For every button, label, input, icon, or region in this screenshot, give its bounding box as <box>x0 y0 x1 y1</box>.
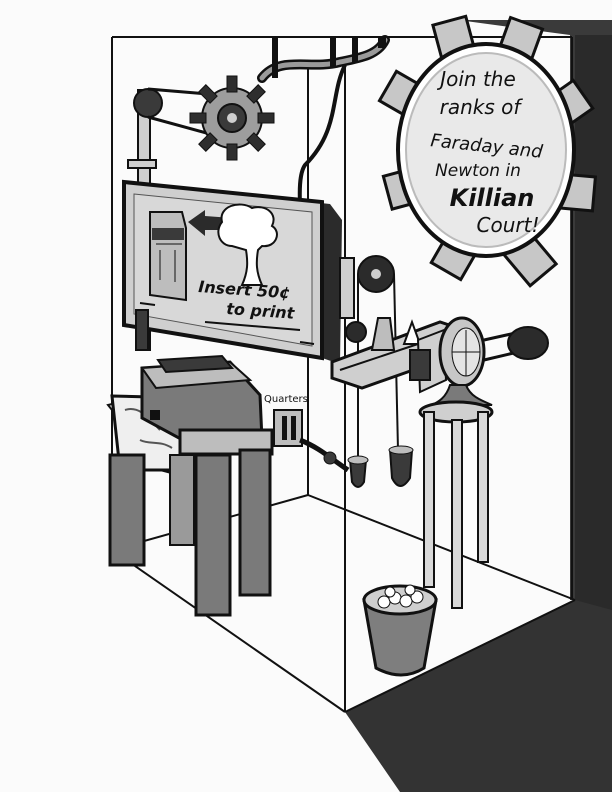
gear-sign: Join the ranks of Faraday and Newton in … <box>377 14 598 288</box>
sign-line-6: Court! <box>477 213 540 237</box>
coin-slot-label: Quarters <box>264 394 308 405</box>
print-screen: Insert 50¢ to print <box>122 179 342 364</box>
desk-fan <box>409 316 549 609</box>
screen-line-2: to print <box>226 299 297 323</box>
coin-slot: Quarters <box>264 394 350 473</box>
sign-line-5: Killian <box>450 184 535 212</box>
pulley-system <box>339 255 414 488</box>
mushroom-cloud-icon <box>217 203 278 286</box>
waste-bin <box>362 584 438 677</box>
building-icon <box>149 211 187 302</box>
sign-line-4: Newton in <box>435 161 521 181</box>
sign-line-1: Join the <box>436 67 516 91</box>
printer-table <box>106 354 274 617</box>
top-pipe <box>257 35 390 206</box>
sign-line-2: ranks of <box>440 95 524 119</box>
